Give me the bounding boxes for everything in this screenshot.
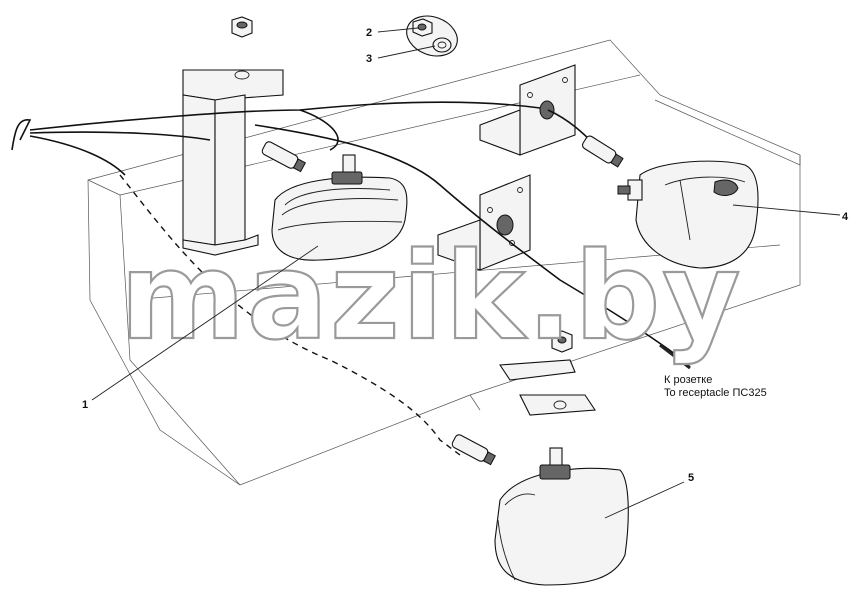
callout-1: 1: [82, 399, 88, 411]
wire-harness: [11, 101, 691, 456]
callout-4: 4: [842, 211, 849, 223]
headlamp-1: [271, 154, 408, 261]
bracket-bottom: [499, 359, 596, 416]
callout-5: 5: [688, 472, 694, 484]
watermark: mazik.by: [120, 228, 743, 367]
mounting-post: [182, 69, 284, 256]
screw-and-washer: [406, 15, 458, 57]
headlamp-5: [494, 447, 629, 586]
nut-top: [231, 16, 253, 38]
note-en: To receptacle ПС325: [664, 387, 767, 399]
bracket-middle: [437, 174, 531, 271]
note-ru: К розетке: [664, 374, 712, 386]
leader-lines: [91, 27, 841, 519]
callout-3: 3: [366, 53, 372, 65]
bracket-upper: [479, 64, 576, 156]
nut-middle: [551, 330, 573, 353]
lamp-4: [617, 160, 759, 269]
connectors: [261, 135, 624, 466]
callout-2: 2: [366, 27, 372, 39]
